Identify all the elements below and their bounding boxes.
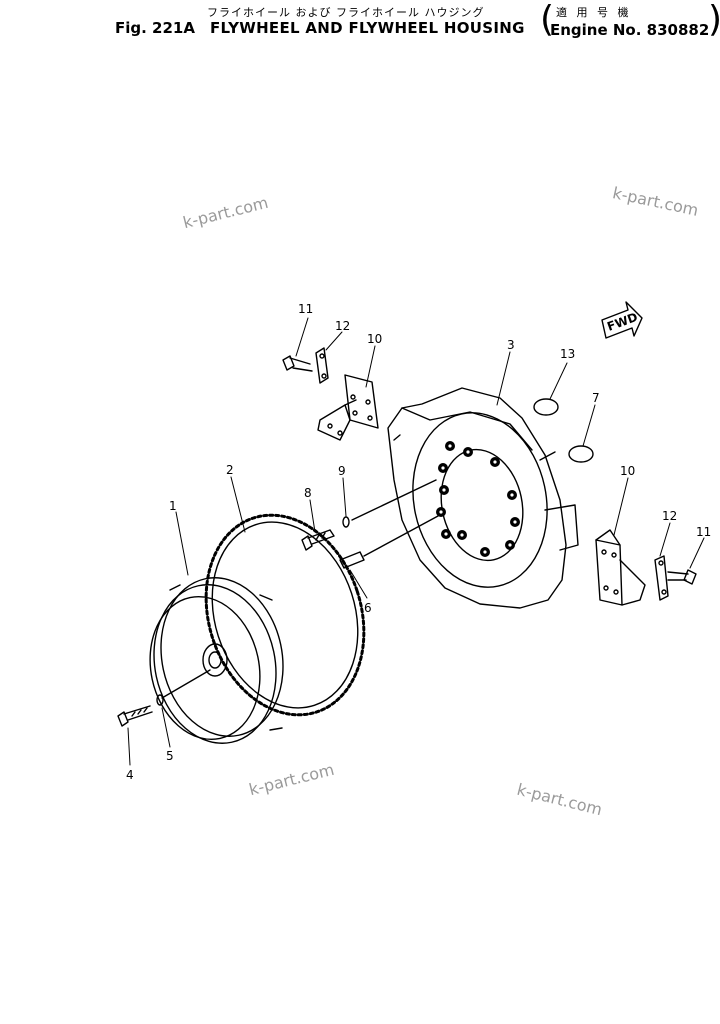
callout-10-right: 10 — [620, 464, 635, 478]
fwd-arrow-icon — [601, 301, 643, 339]
ring-gear — [204, 513, 366, 717]
callout-5: 5 — [166, 749, 174, 763]
engine-number: Engine No. 830882 — [550, 21, 710, 39]
callout-11: 11 — [298, 302, 313, 316]
bracket-right: ) — [708, 2, 720, 38]
plug-13 — [533, 398, 559, 416]
dowel-pin — [339, 515, 439, 569]
callout-1: 1 — [169, 499, 177, 513]
bolt-11-right — [667, 569, 697, 585]
callout-4: 4 — [126, 768, 134, 782]
bracket-right — [595, 529, 646, 606]
figure-number: Fig. 221A — [115, 19, 195, 37]
leader — [161, 669, 211, 699]
leader — [351, 479, 437, 521]
plate-12-right — [654, 555, 669, 601]
callout-10: 10 — [367, 332, 382, 346]
callout-9: 9 — [338, 464, 346, 478]
callout-13: 13 — [560, 347, 575, 361]
bracket-left — [317, 374, 379, 441]
leader-lines — [127, 317, 705, 766]
bolt-11-left — [282, 355, 313, 372]
flywheel-housing — [387, 387, 579, 609]
housing-bolt — [301, 529, 335, 551]
washer-9 — [342, 516, 350, 528]
bracket-left: ( — [540, 0, 555, 40]
washer-5 — [156, 694, 164, 706]
callout-11-right: 11 — [696, 525, 711, 539]
plug-7 — [568, 445, 594, 463]
callout-7: 7 — [592, 391, 600, 405]
fwd-label: FWD — [605, 310, 639, 334]
callout-8: 8 — [304, 486, 312, 500]
flywheel — [149, 577, 284, 744]
callout-12: 12 — [335, 319, 350, 333]
callout-6: 6 — [364, 601, 372, 615]
callout-3: 3 — [507, 338, 515, 352]
callout-12-right: 12 — [662, 509, 677, 523]
callout-2: 2 — [226, 463, 234, 477]
plate-12-left — [315, 347, 329, 384]
flywheel-bolt — [117, 705, 153, 727]
figure-title: FLYWHEEL AND FLYWHEEL HOUSING — [210, 19, 525, 37]
applicability-label: 適 用 号 機 — [556, 6, 632, 19]
japanese-title: フライホイール および フライホイール ハウジング — [207, 6, 485, 19]
